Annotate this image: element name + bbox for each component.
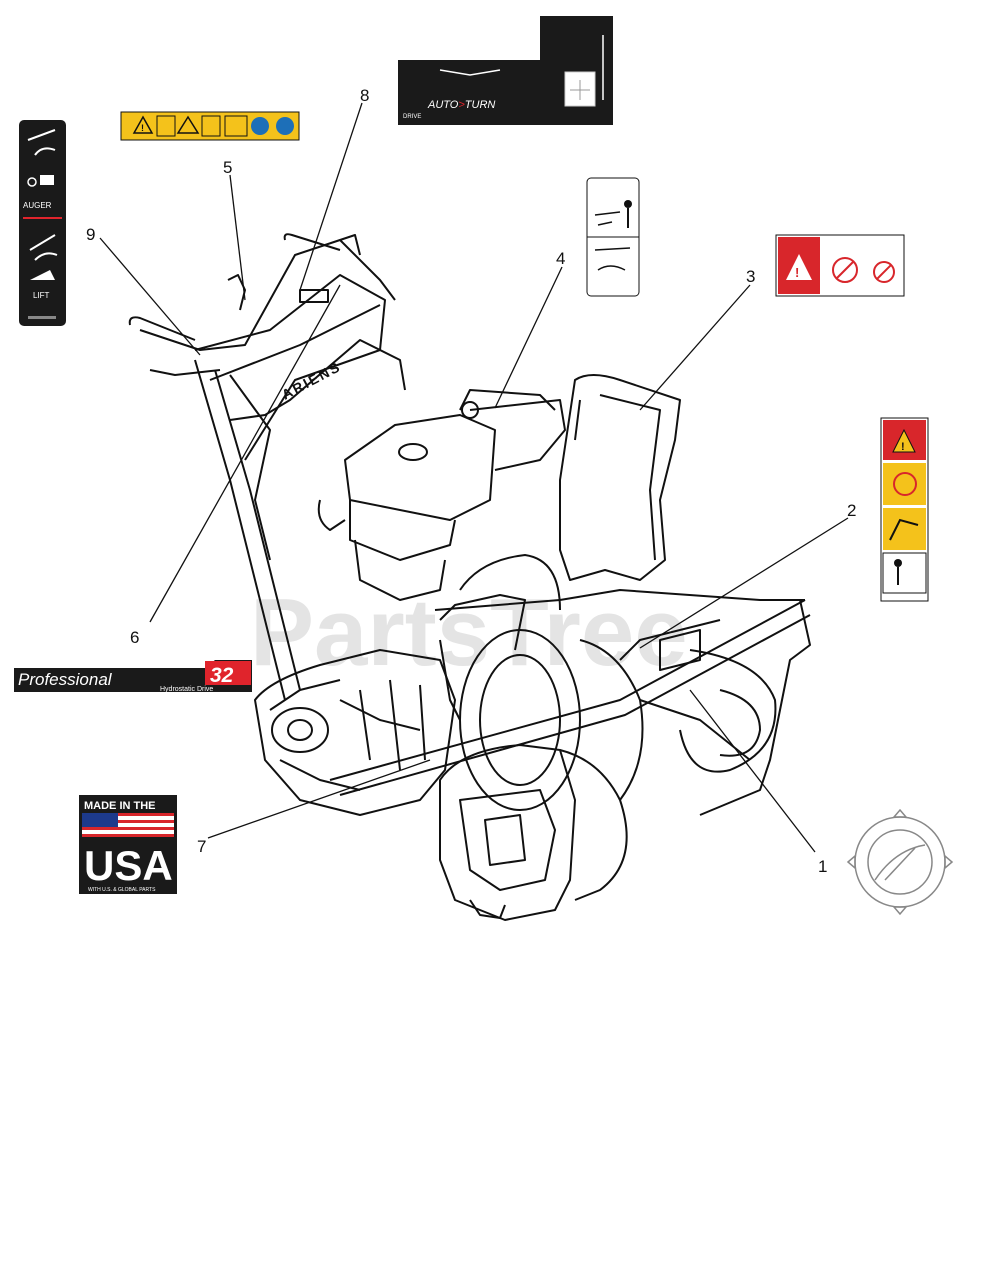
model-name: Professional xyxy=(18,670,113,689)
gear-logo-icon xyxy=(846,808,954,916)
flag-icon xyxy=(82,813,174,837)
lift-label: LIFT xyxy=(33,291,50,300)
callout-8: 8 xyxy=(360,86,369,105)
watermark: PartsTree xyxy=(250,579,688,686)
chute-decal xyxy=(586,177,640,297)
hand-warning-decal: ! xyxy=(775,234,905,297)
usa-line1: MADE IN THE xyxy=(84,800,156,812)
model-number: 32 xyxy=(210,664,234,687)
vertical-warning-decal: ! xyxy=(880,417,929,602)
warning-triangle-icon: ! xyxy=(132,115,154,134)
auger-lift-decal: AUGER LIFT xyxy=(19,120,66,326)
operator-icon xyxy=(624,200,632,228)
made-in-usa-badge: MADE IN THE USA WITH U.S. & GLOBAL PARTS xyxy=(79,795,177,894)
callout-9: 9 xyxy=(86,225,95,244)
callout-1: 1 xyxy=(818,857,827,876)
hand-hazard-icon xyxy=(832,257,858,283)
model-badge: Professional 32 Hydrostatic Drive xyxy=(14,660,252,693)
svg-text:!: ! xyxy=(141,123,144,133)
ariens-panel-text: ARIENS xyxy=(279,358,344,403)
svg-text:!: ! xyxy=(795,265,799,280)
auger-label: AUGER xyxy=(23,201,52,210)
warning-strip-decal: ! xyxy=(120,111,300,141)
usa-line3: WITH U.S. & GLOBAL PARTS xyxy=(88,887,156,893)
drive-label: DRIVE xyxy=(403,114,421,120)
snowblower-drawing xyxy=(128,233,811,921)
callout-2: 2 xyxy=(847,501,856,520)
callout-6: 6 xyxy=(130,628,139,647)
callout-4: 4 xyxy=(556,249,565,268)
svg-text:!: ! xyxy=(901,441,905,453)
callout-5: 5 xyxy=(223,158,232,177)
leader-lines xyxy=(99,102,849,853)
callout-7: 7 xyxy=(197,837,206,856)
callout-3: 3 xyxy=(746,267,755,286)
autoturn-decal: AUTO>TURN DRIVE xyxy=(398,16,613,125)
autoturn-brand: AUTO>TURN xyxy=(427,99,495,111)
model-subtitle: Hydrostatic Drive xyxy=(160,686,213,693)
usa-line2: USA xyxy=(84,842,173,889)
callout-labels: 1 2 3 4 5 6 7 8 9 xyxy=(86,86,856,876)
